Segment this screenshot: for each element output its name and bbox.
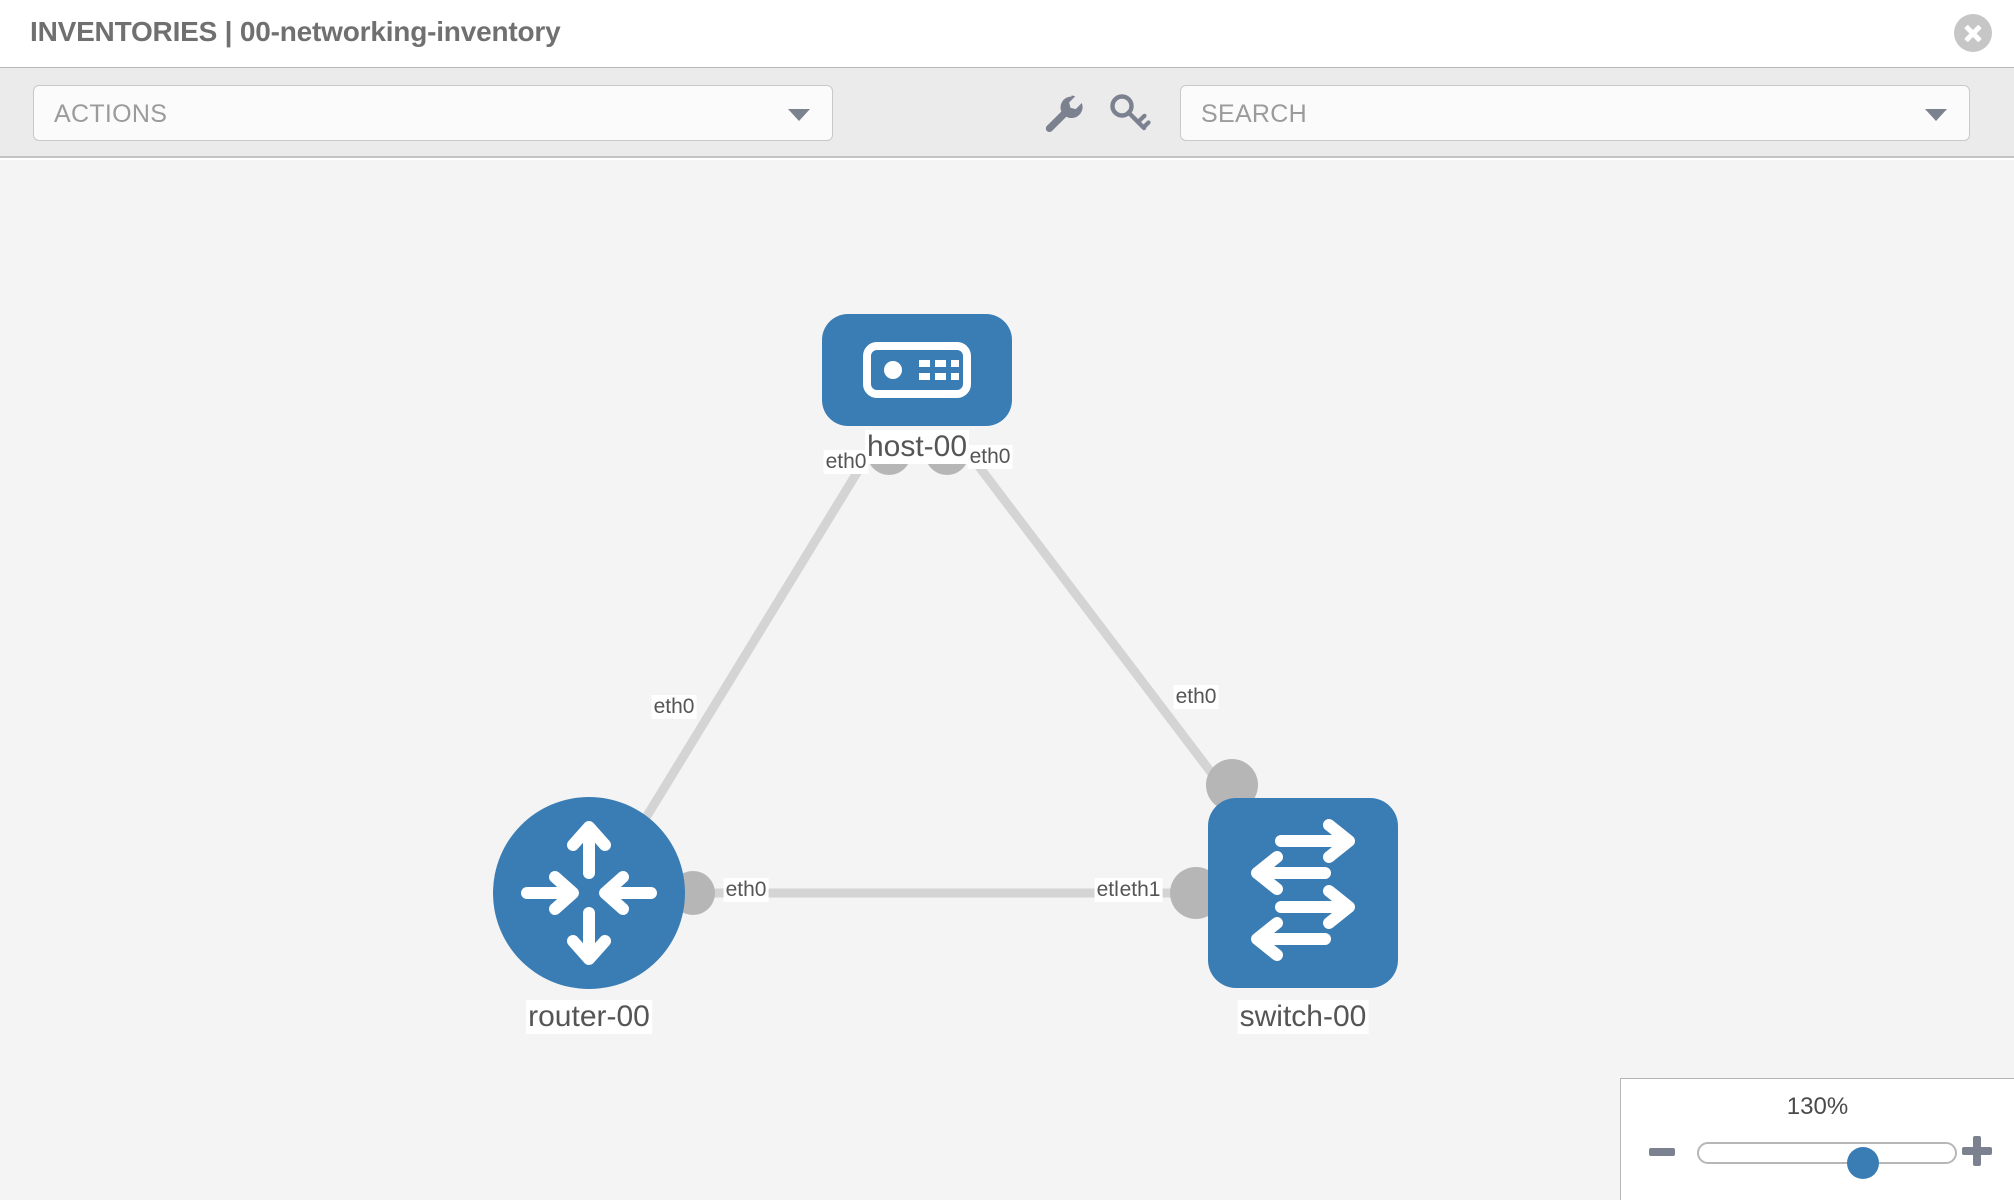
- key-icon[interactable]: [1105, 90, 1151, 136]
- topology-canvas[interactable]: host-00 router-00 switch-00 eth0 eth0 et…: [0, 160, 2014, 1200]
- page-header: INVENTORIES | 00-networking-inventory: [0, 0, 2014, 68]
- edge-label-host-router-near-host: eth0: [823, 450, 869, 474]
- zoom-control-panel: 130%: [1620, 1078, 2014, 1200]
- edge-label-router-switch-near-switch: eth1: [1117, 878, 1163, 902]
- node-label-host-00[interactable]: host-00: [864, 430, 970, 464]
- node-router-00: [493, 797, 685, 989]
- zoom-slider-thumb[interactable]: [1847, 1147, 1880, 1179]
- node-switch-00: [1208, 798, 1398, 988]
- search-placeholder: SEARCH: [1201, 100, 1307, 128]
- router-arrows-icon: [521, 821, 657, 965]
- actions-dropdown-label: ACTIONS: [54, 100, 168, 128]
- topology-graph: [493, 314, 1398, 989]
- zoom-slider-row: [1621, 1134, 2014, 1179]
- zoom-percent-label: 130%: [1786, 1093, 1849, 1120]
- node-label-switch-00[interactable]: switch-00: [1237, 1000, 1369, 1034]
- chevron-down-icon: [788, 109, 810, 121]
- node-host-00: [822, 314, 1012, 426]
- actions-dropdown[interactable]: ACTIONS: [33, 85, 833, 141]
- search-input[interactable]: SEARCH: [1180, 85, 1970, 141]
- node-label-router-00[interactable]: router-00: [526, 1000, 652, 1034]
- close-icon[interactable]: [1954, 14, 1992, 52]
- edge-label-host-switch-near-host: eth0: [967, 445, 1013, 469]
- toolbar: ACTIONS SEARCH: [0, 68, 2014, 158]
- wrench-icon[interactable]: [1040, 90, 1086, 136]
- edge-label-host-switch-near-switch: eth0: [1173, 685, 1219, 709]
- server-icon: [863, 342, 971, 398]
- link-host-router: [616, 432, 884, 863]
- switch-arrows-icon: [1251, 819, 1355, 961]
- chevron-down-icon[interactable]: [1925, 109, 1947, 121]
- edge-label-host-router-near-router: eth0: [651, 695, 697, 719]
- breadcrumb: INVENTORIES | 00-networking-inventory: [30, 16, 561, 47]
- zoom-slider-track[interactable]: [1697, 1142, 1957, 1179]
- zoom-out-button[interactable]: [1649, 1148, 1675, 1156]
- edge-label-router-switch-near-router: eth0: [723, 878, 769, 902]
- zoom-in-button[interactable]: [1962, 1136, 1992, 1166]
